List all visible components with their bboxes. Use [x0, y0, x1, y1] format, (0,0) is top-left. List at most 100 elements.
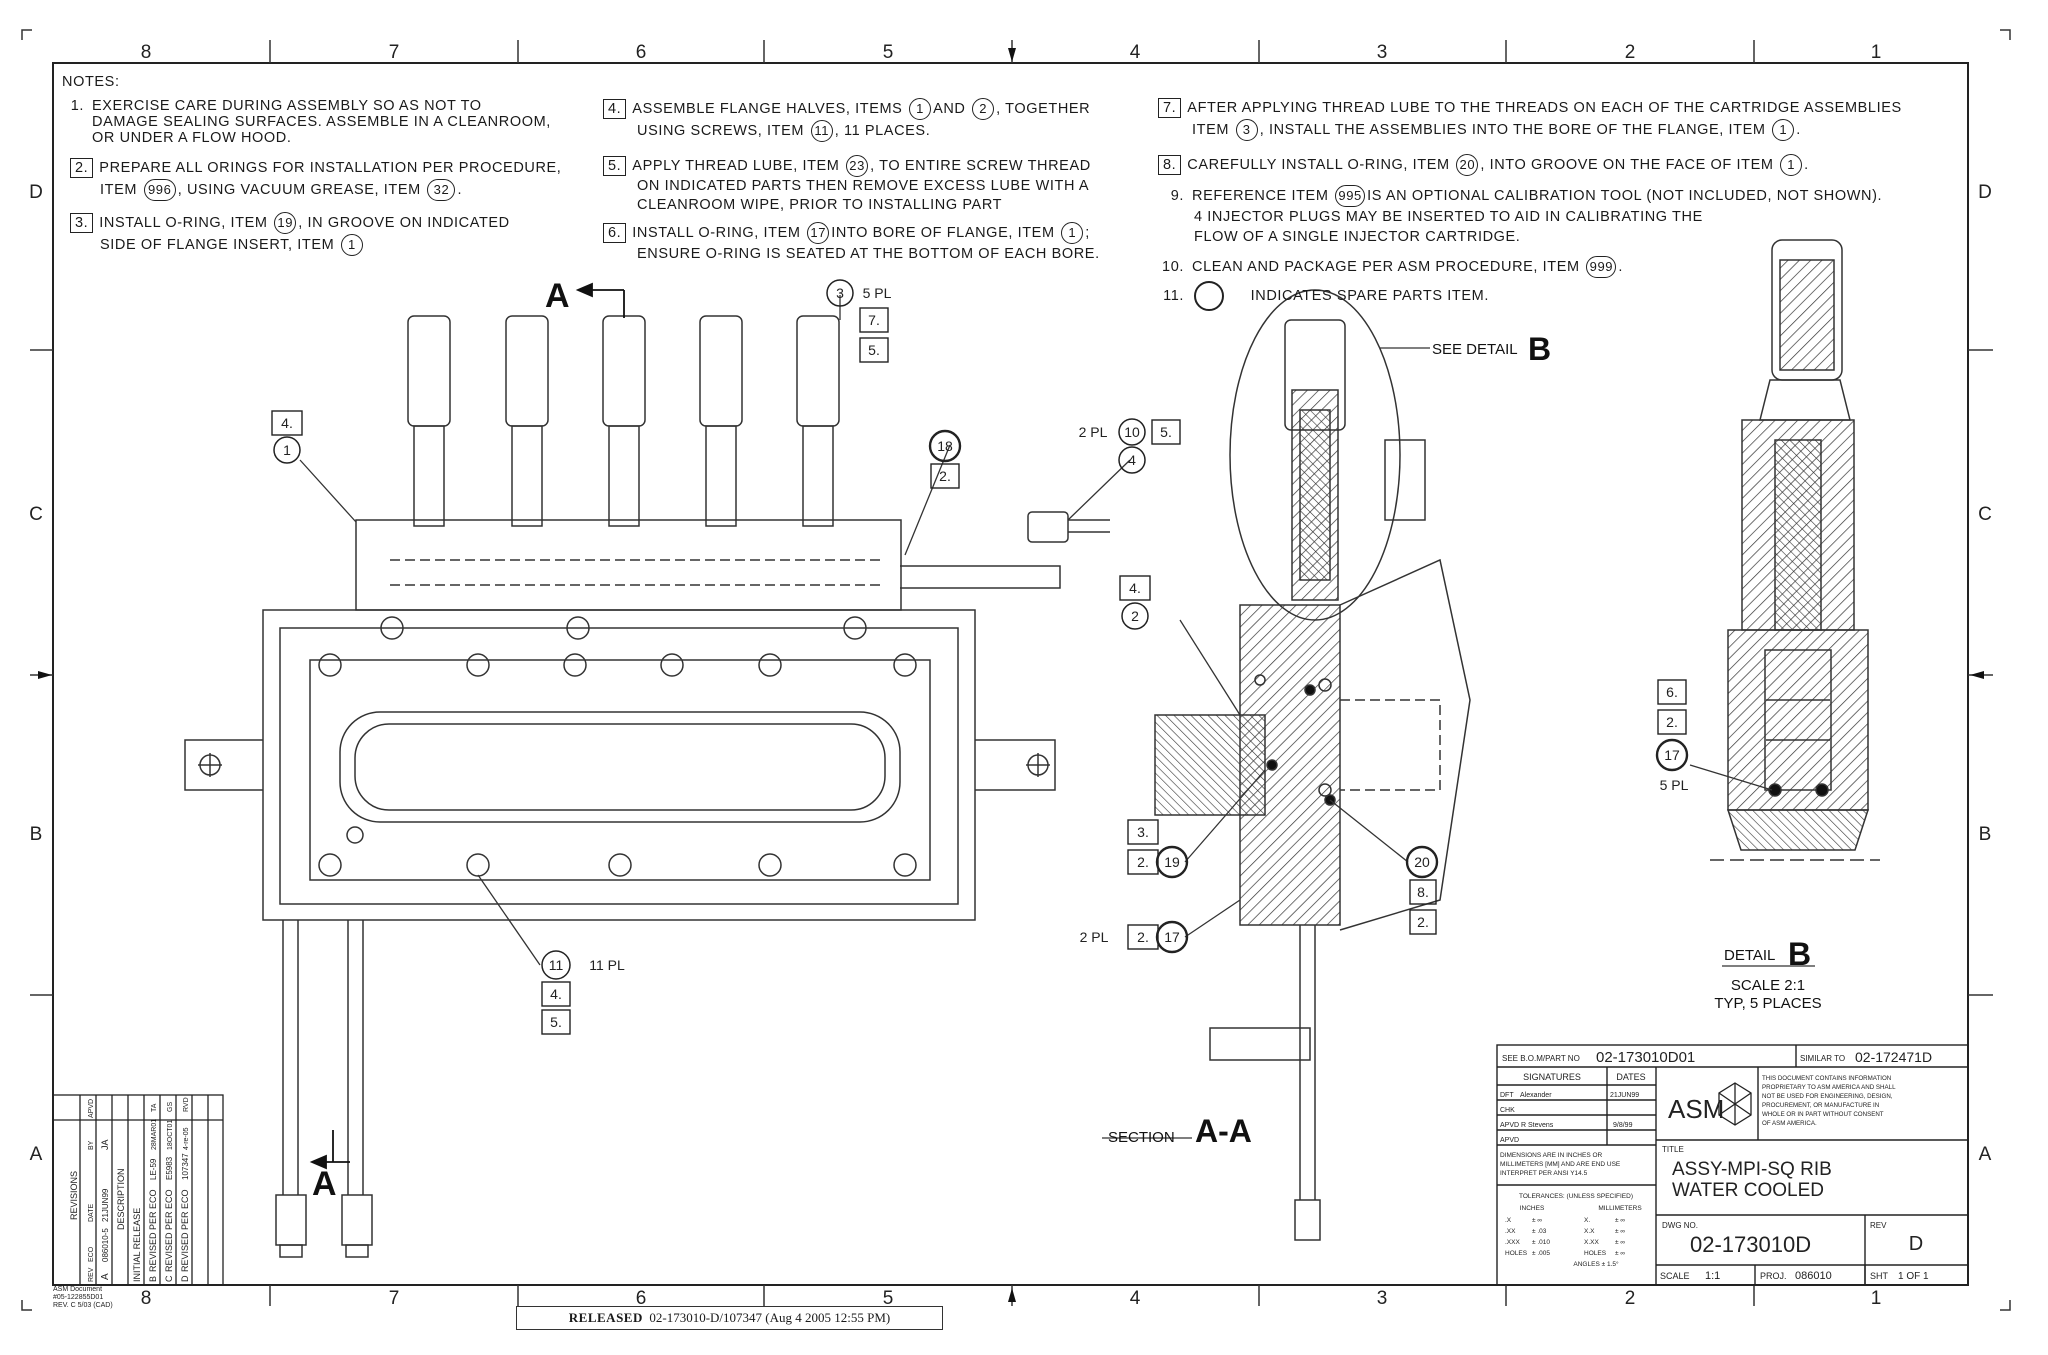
note-6-item-17: 17: [807, 222, 830, 244]
tol-row-1-c: X.: [1584, 1217, 1590, 1224]
callout-box-4a-label: 4.: [281, 415, 293, 431]
tol-row-1-d: ± ∞: [1615, 1217, 1625, 1224]
zone-number-1: 1: [1871, 42, 1882, 63]
zone-number-8: 8: [141, 42, 152, 63]
bom-value: 02-173010D01: [1596, 1049, 1695, 1066]
zone-number-7: 7: [389, 42, 400, 63]
proprietary-3: NOT BE USED FOR ENGINEERING, DESIGN,: [1762, 1093, 1893, 1100]
rev-col-rev: REV: [88, 1267, 95, 1282]
callout-box-2-d: [1409, 909, 1437, 935]
detail-typ: TYP, 5 PLACES: [1714, 995, 1821, 1012]
note-5-line-3: CLEANROOM WIPE, PRIOR TO INSTALLING PART: [637, 197, 1003, 213]
callout-box-5-right: [1151, 419, 1181, 445]
proprietary-4: PROCUREMENT, OR MANUFACTURE IN: [1762, 1102, 1879, 1109]
dims-note-3: INTERPRET PER ANSI Y14.5: [1500, 1170, 1588, 1177]
zone-number-8-bottom: 8: [141, 1288, 152, 1309]
tol-row-1-b: ± ∞: [1532, 1217, 1542, 1224]
rev-row-b-by: TA: [151, 1103, 158, 1112]
notes-header: NOTES:: [62, 74, 120, 90]
note-9-item-995: 995: [1335, 185, 1366, 207]
dwg-no-value: 02-173010D: [1690, 1232, 1811, 1257]
tol-row-3-b: ± .010: [1532, 1239, 1550, 1246]
section-aa-view: [1154, 289, 1471, 1241]
callout-box-7-label: 7.: [868, 312, 880, 328]
section-label: SECTION: [1108, 1129, 1175, 1146]
released-text: 02-173010-D/107347 (Aug 4 2005 12:55 PM): [649, 1310, 891, 1325]
zone-number-4: 4: [1130, 42, 1141, 63]
note-4-line-1c: , TOGETHER: [996, 101, 1091, 117]
bom-label: SEE B.O.M/PART NO: [1502, 1054, 1580, 1063]
tol-angles: ANGLES ± 1.5°: [1573, 1260, 1619, 1268]
callout-box-8: [1409, 879, 1437, 905]
tol-row-2-c: X.X: [1584, 1228, 1595, 1235]
note-10-line-1a: CLEAN AND PACKAGE PER ASM PROCEDURE, ITE…: [1192, 259, 1580, 275]
rev-row-d-desc: REVISED PER ECO: [180, 1189, 190, 1272]
rev-row-b-date: 28MAR01: [151, 1119, 158, 1150]
note-5-num: 5.: [603, 156, 627, 176]
zone-number-3-bottom: 3: [1377, 1288, 1388, 1309]
note-8-item-1: 1: [1780, 154, 1803, 176]
note-7-line-2b: , INSTALL THE ASSEMBLIES INTO THE BORE O…: [1259, 122, 1766, 138]
asm-logo-icon: [1718, 1082, 1752, 1126]
revision-block: [52, 1094, 224, 1286]
zone-letter-a-right: A: [1979, 1144, 1992, 1165]
callout-box-2-b-label: 2.: [1137, 854, 1149, 870]
callout-5pl-detail: 5 PL: [1660, 777, 1689, 793]
zone-number-2-bottom: 2: [1625, 1288, 1636, 1309]
tol-row-2-a: .XX: [1505, 1228, 1516, 1235]
note-7-num: 7.: [1158, 98, 1182, 118]
callout-5pl-top: 5 PL: [863, 285, 892, 301]
note-10: 10.CLEAN AND PACKAGE PER ASM PROCEDURE, …: [1162, 256, 1623, 278]
note-9-line-1a: REFERENCE ITEM: [1192, 188, 1329, 204]
detail-letter: B: [1788, 936, 1811, 972]
zone-number-6: 6: [636, 42, 647, 63]
callout-box-3-label: 3.: [1137, 824, 1149, 840]
callout-item-17-detail-label: 17: [1664, 747, 1680, 763]
note-11: 11. INDICATES SPARE PARTS ITEM.: [1162, 281, 1489, 311]
tol-row-4-a: HOLES: [1505, 1250, 1528, 1257]
title-block: [1496, 1044, 1969, 1286]
rev-row-d-date: 4-re-05: [183, 1127, 190, 1150]
released-stamp: RELEASED 02-173010-D/107347 (Aug 4 2005 …: [516, 1306, 943, 1330]
note-2-item-996: 996: [143, 179, 176, 201]
callout-box-2-e-label: 2.: [1666, 714, 1678, 730]
zone-letter-b-right: B: [1979, 824, 1992, 845]
flange-screws: [318, 616, 917, 877]
tol-row-3-d: ± ∞: [1615, 1239, 1625, 1246]
zone-letter-d-right: D: [1978, 182, 1992, 203]
callout-box-5-top: [859, 337, 889, 363]
rev-label: REV: [1870, 1221, 1887, 1230]
note-7-line-2a: ITEM: [1192, 122, 1230, 138]
zone-number-3: 3: [1377, 42, 1388, 63]
callout-item-17-detail: [1655, 738, 1689, 772]
section-marker-top: A: [545, 277, 570, 315]
note-1-line-2: DAMAGE SEALING SURFACES. ASSEMBLE IN A C…: [92, 114, 551, 130]
rev-row-d-eco: 107347: [181, 1153, 190, 1180]
callout-box-2-c-label: 2.: [1137, 929, 1149, 945]
note-9-line-2: 4 INJECTOR PLUGS MAY BE INSERTED TO AID …: [1194, 209, 1703, 225]
zone-grid: [30, 40, 1993, 1306]
note-5-item-23: 23: [846, 155, 869, 177]
revisions-header: REVISIONS: [69, 1171, 79, 1220]
rev-row-a: A: [100, 1273, 111, 1280]
apvd-r-label: APVD R Stevens: [1500, 1122, 1554, 1129]
dates-header: DATES: [1616, 1072, 1645, 1082]
note-8-line-1b: , INTO GROOVE ON THE FACE OF ITEM: [1480, 157, 1774, 173]
dwg-no-label: DWG NO.: [1662, 1221, 1698, 1230]
doc-ref-3: REV. C 5/03 (CAD): [53, 1302, 113, 1309]
note-4-num: 4.: [603, 99, 627, 119]
callout-box-5-right-label: 5.: [1160, 424, 1172, 440]
zone-number-2: 2: [1625, 42, 1636, 63]
callout-box-2-a-label: 2.: [939, 468, 951, 484]
dft-name: Alexander: [1520, 1092, 1552, 1099]
tol-row-2-b: ± .03: [1532, 1228, 1547, 1235]
front-view-assembly: [184, 315, 1110, 1258]
rev-row-b: B: [148, 1276, 158, 1282]
callout-box-4b-label: 4.: [1129, 580, 1141, 596]
callout-item-10-label: 10: [1124, 424, 1140, 440]
title-label: TITLE: [1662, 1145, 1684, 1154]
callout-box-6-label: 6.: [1666, 684, 1678, 700]
dims-note-2: MILLIMETERS [MM] AND ARE END USE: [1500, 1161, 1621, 1168]
callout-box-7: [859, 307, 889, 333]
note-2-line-2c: .: [457, 182, 463, 198]
